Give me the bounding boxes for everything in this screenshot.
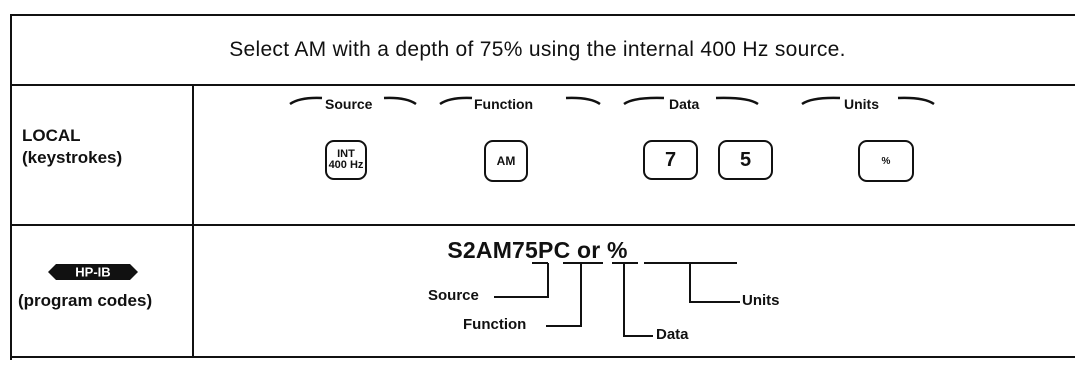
key-int-line2: 400 Hz: [328, 159, 364, 171]
group-label-function: Function: [474, 96, 534, 112]
group-bracket-arms: [289, 96, 935, 106]
column-divider: [192, 84, 194, 358]
group-label-units: Units: [844, 96, 879, 112]
local-label: LOCAL: [22, 126, 81, 145]
hpib-logo: HP-IB: [48, 264, 138, 280]
key-am[interactable]: AM: [484, 140, 528, 182]
row-divider-1: [10, 84, 1075, 86]
callout-source: Source: [428, 287, 479, 304]
callout-function: Function: [463, 316, 527, 333]
key-percent[interactable]: %: [858, 140, 914, 182]
instruction-text: Select AM with a depth of 75% using the …: [229, 38, 846, 61]
key-int-400hz[interactable]: INT 400 Hz: [325, 140, 367, 180]
local-sublabel: (keystrokes): [22, 148, 123, 167]
hpib-sublabel: (program codes): [18, 291, 153, 310]
callout-data: Data: [656, 326, 689, 343]
table-top-border: [10, 14, 1075, 16]
group-label-source: Source: [325, 96, 373, 112]
code-callout-lines: [494, 262, 740, 337]
local-row-label: LOCAL (keystrokes): [22, 125, 122, 169]
table-left-border: [10, 14, 12, 360]
key-int-line1: INT: [337, 148, 355, 160]
row-divider-2: [10, 224, 1075, 226]
program-code: S2AM75PC or %: [447, 237, 628, 263]
svg-text:HP-IB: HP-IB: [75, 265, 110, 280]
key-7[interactable]: 7: [643, 140, 698, 180]
table-bottom-border: [10, 356, 1075, 358]
key-5[interactable]: 5: [718, 140, 773, 180]
callout-units: Units: [742, 292, 780, 309]
group-label-data: Data: [669, 96, 700, 112]
